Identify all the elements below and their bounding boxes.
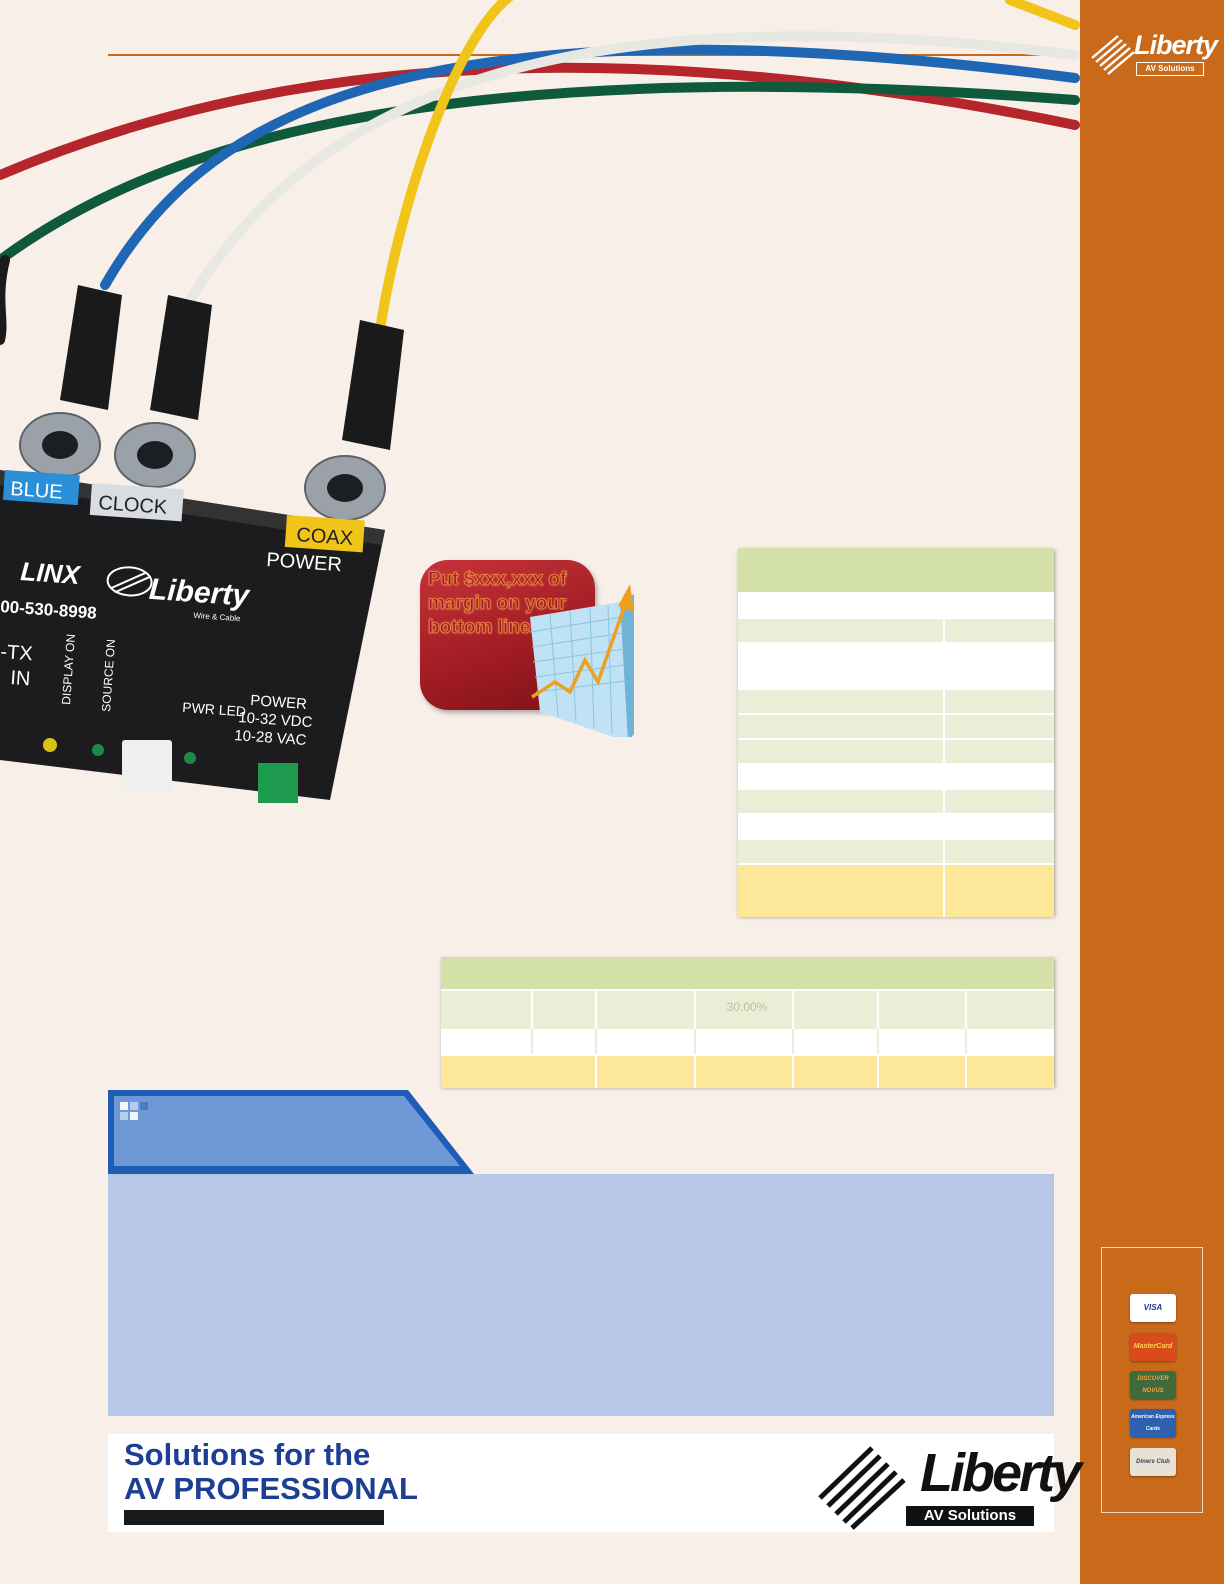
in-label: IN [10,667,31,690]
video-balun-product-image: BLUE CLOCK COAX POWER LINX 00-530-8998 L… [0,0,1080,803]
footer-logo-word: Liberty [920,1443,1082,1503]
table-row [738,838,1054,863]
table-row [738,688,1054,713]
source-on-label: SOURCE ON [99,639,118,712]
blue-port-label: BLUE [10,478,64,504]
cost-table-header [441,957,1054,989]
table-row [738,738,1054,763]
payment-card-box: VISA MasterCard DISCOVER NOVUS American … [1101,1247,1203,1513]
table-row [738,788,1054,813]
model-prefix: LINX [20,556,83,590]
tagline-line2: AV PROFESSIONAL [124,1471,418,1506]
cost-table: 30.00% [441,957,1054,1088]
coax-label: COAX [296,524,354,550]
sidebar-logo: Liberty AV Solutions [1088,26,1218,78]
power-spec-ac: 10-28 VAC [234,727,307,749]
liberty-swoosh-icon [1091,35,1135,75]
jack-icon [122,740,172,792]
tx-label: -TX [0,641,33,665]
terminal-block-icon [258,763,298,803]
tagline: Solutions for the AV PROFESSIONAL [124,1438,418,1506]
table-row [738,713,1054,738]
margin-table [738,548,1054,917]
liberty-swoosh-icon [818,1446,906,1530]
table-row [738,617,1054,642]
visa-card-icon: VISA [1130,1294,1176,1322]
clock-port-label: CLOCK [98,492,169,519]
power-spec-dc: 10-32 VDC [238,709,313,731]
table-total-row [441,1054,1054,1088]
table-row [441,1029,1054,1054]
tagline-line1: Solutions for the [124,1437,371,1472]
display-on-label: DISPLAY ON [59,633,78,705]
table-row [738,642,1054,688]
diners-club-icon: Diners Club [1130,1448,1176,1476]
table-row [738,763,1054,788]
sidebar-logo-word: Liberty [1134,30,1218,60]
power-led-icon [184,752,196,764]
footer-logo-subtitle: AV Solutions [906,1506,1034,1526]
footer-banner: Solutions for the AV PROFESSIONAL Libert… [108,1434,1082,1532]
pwr-led-label: PWR LED [182,699,247,719]
tagline-underline [124,1510,384,1525]
margin-table-header [738,548,1054,592]
table-total-row [738,863,1054,917]
margin-promo: Put $xxx,xxx of margin on your bottom li… [420,560,640,737]
table-row [738,813,1054,838]
blue-content-panel [108,1174,1054,1416]
footer-logo: Liberty AV Solutions [816,1438,1082,1530]
sidebar-logo-subtitle: AV Solutions [1136,62,1204,76]
source-led-icon [92,744,104,756]
box-brand-sub: Wire & Cable [193,611,241,623]
promo-headline: Put $xxx,xxx of margin on your bottom li… [428,569,567,639]
growth-chart-icon [530,584,634,737]
discover-card-icon: DISCOVER NOVUS [1130,1371,1176,1399]
mastercard-icon: MasterCard [1130,1333,1176,1361]
percent-cell: 30.00% [726,1000,768,1014]
power-spec-title: POWER [250,692,308,713]
amex-card-icon: American Express Cards [1130,1409,1176,1437]
section-tab [108,1090,474,1174]
box-brand: Liberty [148,573,251,613]
display-led-icon [43,738,57,752]
power-label: POWER [266,549,343,576]
table-row [738,592,1054,617]
table-row [441,989,1054,1029]
